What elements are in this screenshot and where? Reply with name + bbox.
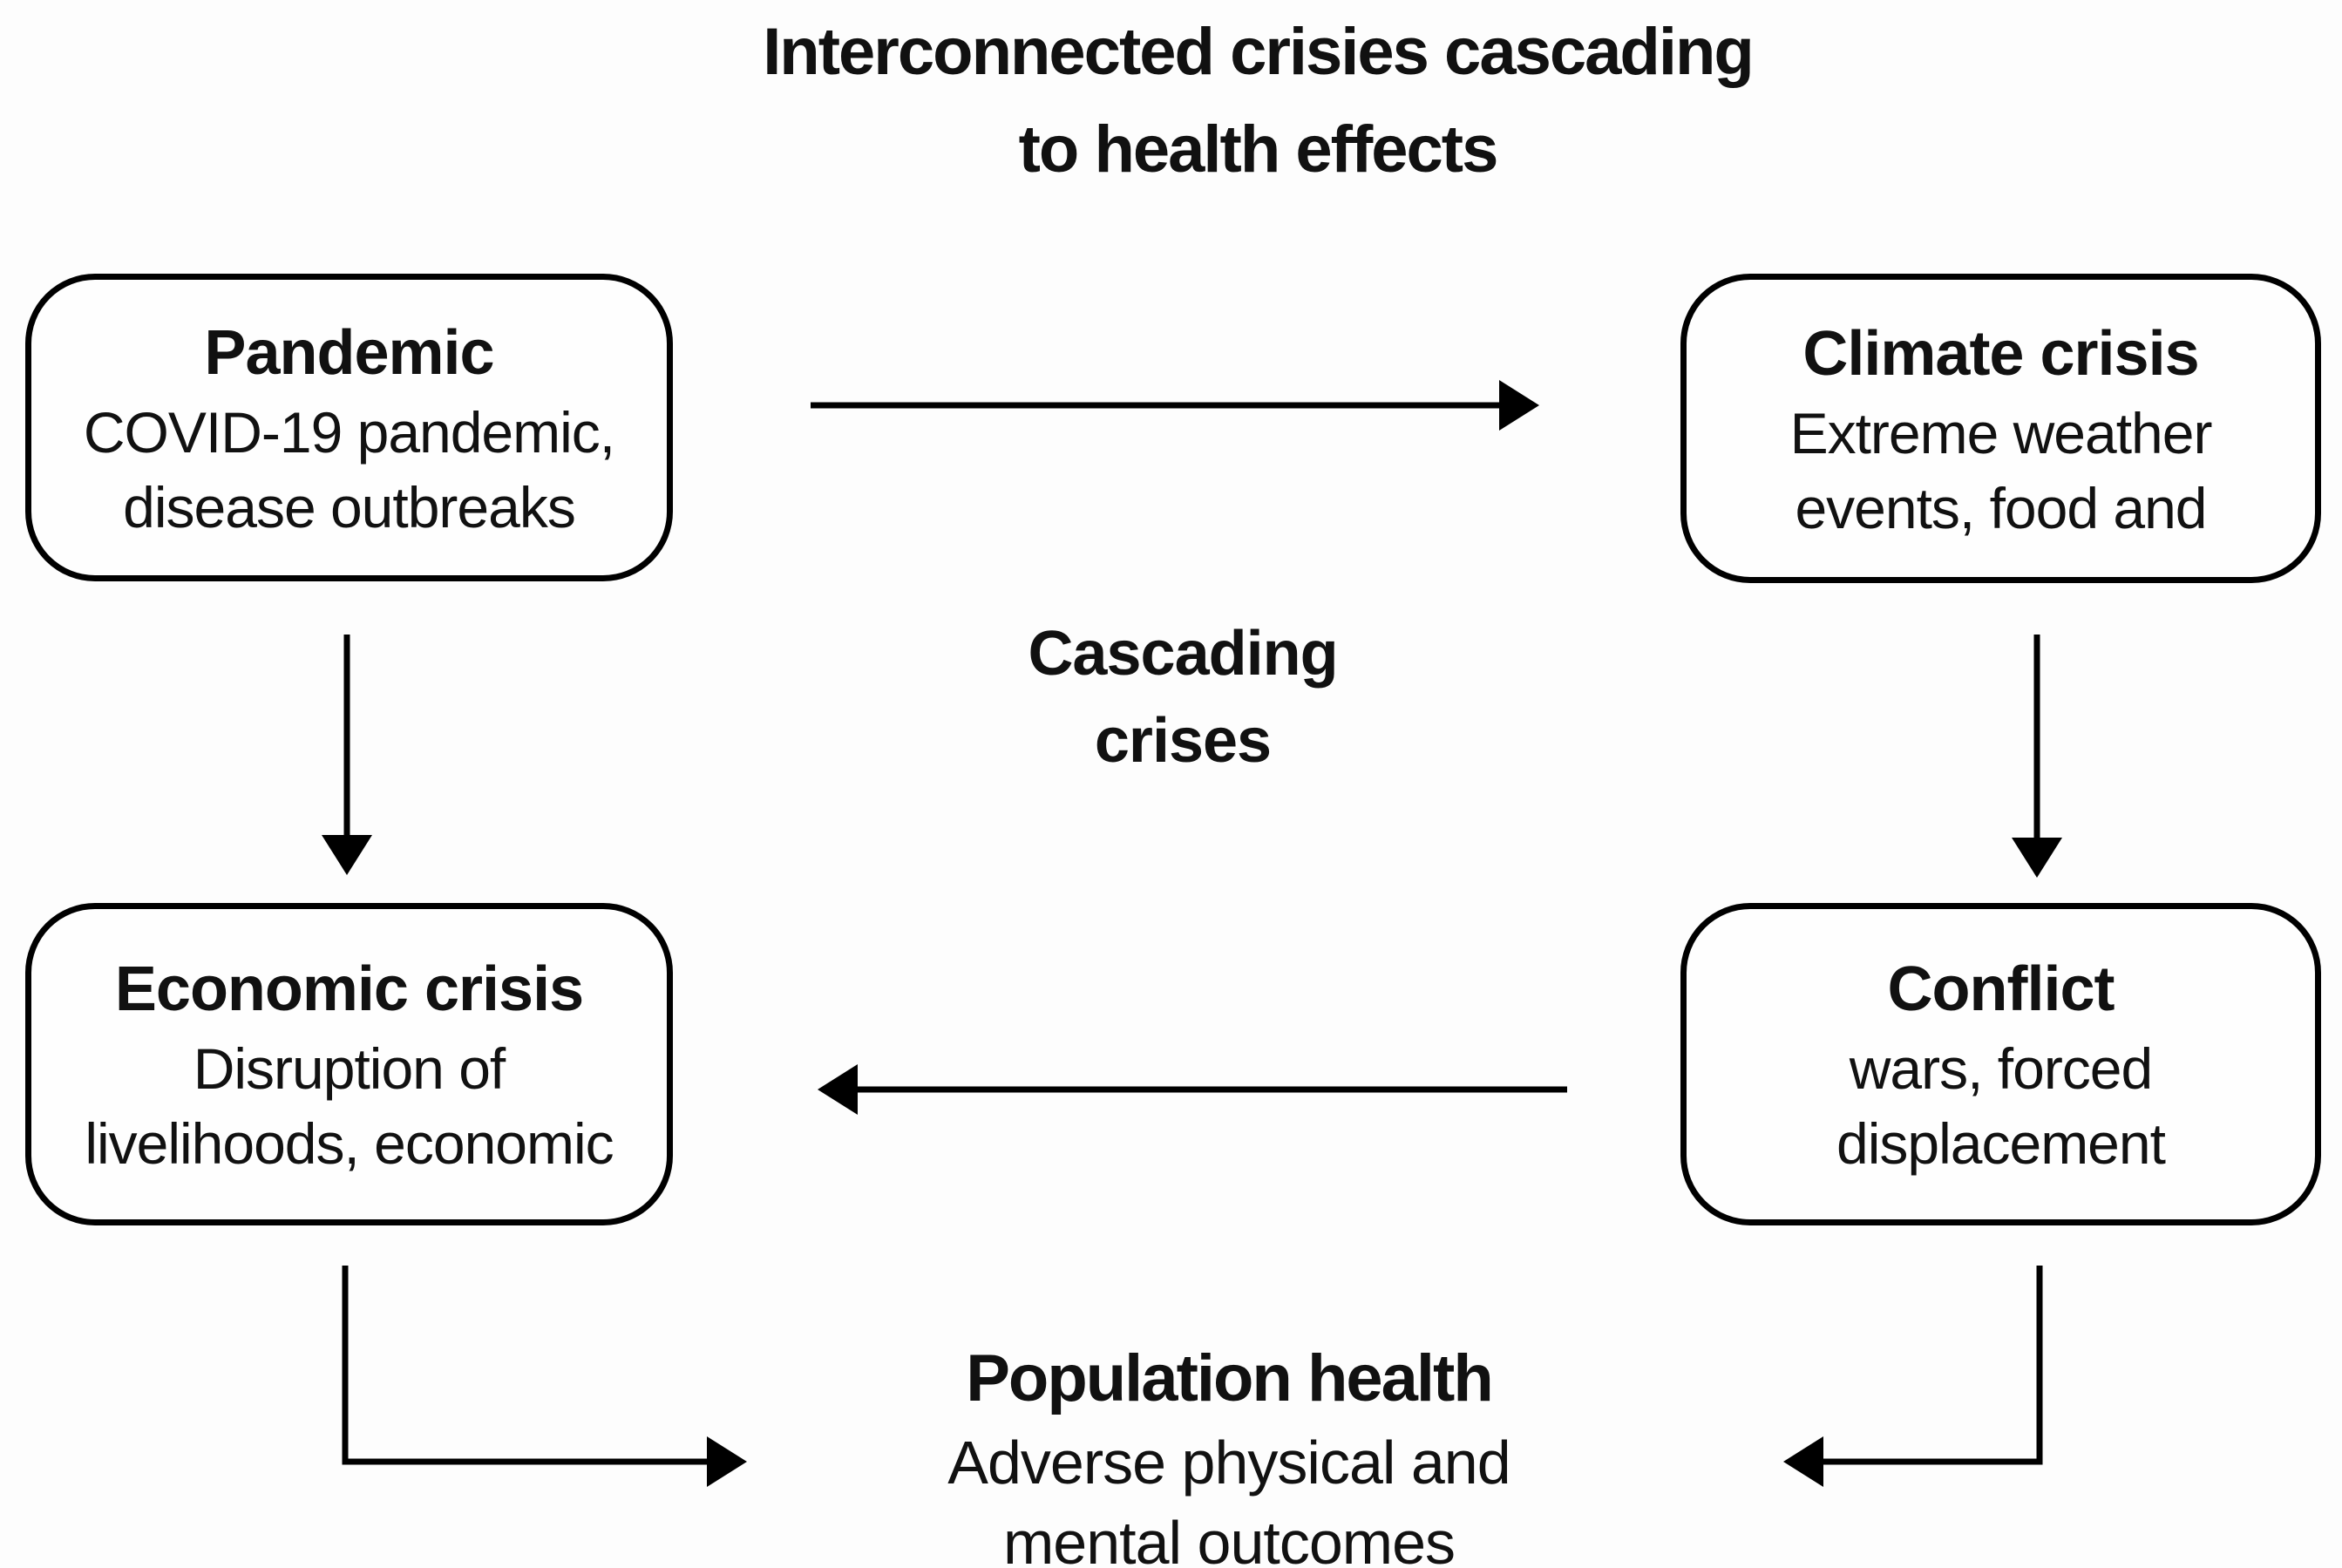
node-conflict: Conflict wars, forced displacement: [1680, 903, 2321, 1225]
node-pandemic-body-line1: COVID-19 pandemic,: [83, 399, 615, 465]
arrow-pandemic-to-economic: [322, 635, 372, 875]
center-label-line1: Cascading: [1028, 619, 1338, 689]
node-conflict-heading: Conflict: [1887, 954, 2115, 1024]
node-conflict-body-line1: wars, forced: [1849, 1036, 2153, 1101]
node-pandemic-body-line2: disease outbreaks: [123, 474, 576, 540]
node-conflict-body-line2: displacement: [1836, 1111, 2166, 1176]
node-climate-heading: Climate crisis: [1802, 318, 2199, 389]
node-economic-crisis: Economic crisis Disruption of livelihood…: [25, 903, 673, 1225]
diagram-title: Interconnected crisies cascading to heal…: [521, 3, 1994, 199]
node-economic-heading: Economic crisis: [114, 954, 584, 1024]
node-economic-body-line2: livelihoods, economic: [85, 1111, 614, 1176]
node-climate-body-line2: events, food and: [1795, 475, 2207, 540]
center-label-line2: crises: [1094, 706, 1272, 776]
outcome-body-line1: Adverse physical and: [947, 1429, 1510, 1497]
center-label-cascading-crises: Cascading crises: [878, 610, 1488, 784]
diagram-title-line1: Interconnected crisies cascading: [763, 15, 1755, 89]
arrow-conflict-to-population: [1783, 1266, 2043, 1487]
node-economic-body-line1: Disruption of: [193, 1036, 506, 1101]
node-climate-crisis: Climate crisis Extreme weather events, f…: [1680, 274, 2321, 583]
outcome-population-health: Population health Adverse physical and m…: [793, 1335, 1665, 1568]
arrow-conflict-to-economic: [818, 1064, 1567, 1115]
node-pandemic: Pandemic COVID-19 pandemic, disease outb…: [25, 274, 673, 581]
node-pandemic-heading: Pandemic: [204, 317, 494, 388]
outcome-heading: Population health: [966, 1341, 1494, 1415]
node-climate-body-line1: Extreme weather: [1789, 400, 2213, 465]
diagram-title-line2: to health effects: [1018, 112, 1499, 187]
outcome-body-line2: mental outcomes: [1002, 1509, 1456, 1568]
arrow-climate-to-conflict: [2012, 635, 2062, 878]
arrow-economic-to-population: [342, 1266, 747, 1487]
arrow-pandemic-to-climate: [811, 380, 1539, 431]
